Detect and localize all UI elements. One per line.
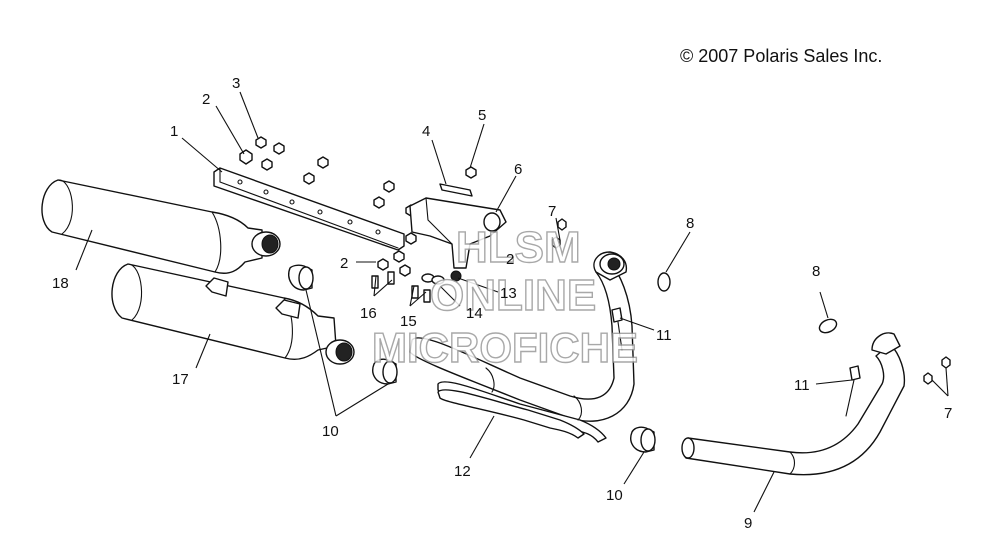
part-17-lower-muffler xyxy=(111,263,355,365)
callout-11: 11 xyxy=(656,327,672,344)
callout-15: 15 xyxy=(400,313,417,330)
callout-18: 18 xyxy=(52,275,69,292)
callout-14: 14 xyxy=(466,305,483,322)
callout-9: 9 xyxy=(744,515,752,532)
callout-5: 5 xyxy=(478,107,486,124)
callout-11: 11 xyxy=(794,377,810,394)
part-11-sensor-b xyxy=(845,365,861,417)
callout-7: 7 xyxy=(548,203,556,220)
part-9-rear-head-pipe xyxy=(681,332,906,476)
watermark-line1: HLSM xyxy=(456,223,581,272)
watermark-line3: MICROFICHE xyxy=(372,324,638,371)
part-10-clamp-a xyxy=(288,264,314,291)
callout-2: 2 xyxy=(340,255,348,272)
part-8-gasket-b xyxy=(818,318,838,334)
part-6-hanger-bracket xyxy=(409,197,507,269)
callout-13: 13 xyxy=(500,285,517,302)
callout-12: 12 xyxy=(454,463,471,480)
callout-7: 7 xyxy=(944,405,952,422)
part-11-sensor-a xyxy=(611,307,623,351)
part-8-gasket-a xyxy=(657,272,671,292)
fasteners xyxy=(239,136,462,303)
callout-8: 8 xyxy=(686,215,694,232)
callout-10: 10 xyxy=(606,487,623,504)
part-1-mount-bracket xyxy=(213,167,405,251)
callout-16: 16 xyxy=(360,305,377,322)
part-4-strap xyxy=(439,183,473,197)
watermark: HLSM ONLINE MICROFICHE xyxy=(371,222,638,371)
part-12-front-head-pipe xyxy=(409,251,635,443)
callout-6: 6 xyxy=(514,161,522,178)
callout-1: 1 xyxy=(170,123,178,140)
leader-lines xyxy=(75,91,949,513)
callouts: 1 2 3 4 5 6 7 8 2 2 13 14 15 16 11 8 11 … xyxy=(52,75,952,532)
callout-17: 17 xyxy=(172,371,189,388)
callout-10: 10 xyxy=(322,423,339,440)
part-5-nut xyxy=(465,166,477,179)
part-18-upper-muffler xyxy=(41,179,281,274)
watermark-line2: ONLINE xyxy=(430,271,596,320)
callout-8: 8 xyxy=(812,263,820,280)
copyright-text: © 2007 Polaris Sales Inc. xyxy=(680,46,882,66)
part-10-clamp-c xyxy=(630,426,656,453)
part-10-clamp-b xyxy=(372,358,398,385)
callout-2: 2 xyxy=(506,251,514,268)
callout-4: 4 xyxy=(422,123,430,140)
callout-3: 3 xyxy=(232,75,240,92)
callout-2: 2 xyxy=(202,91,210,108)
